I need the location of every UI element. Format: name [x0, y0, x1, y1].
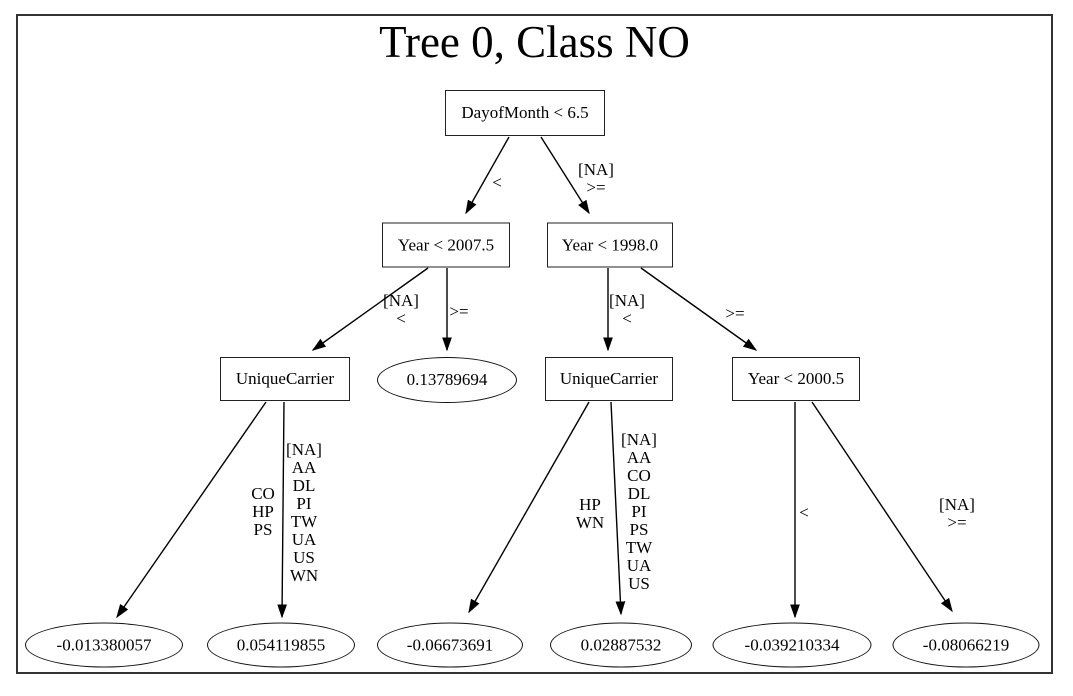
leaf-value-2: 0.054119855 — [207, 622, 355, 668]
edge-label-carrier-left-right: [NA] AA DL PI TW UA US WN — [286, 440, 322, 585]
edge-year2000-to-leaf6 — [811, 401, 953, 613]
edge-label-carrier-right-left: HP WN — [575, 495, 605, 532]
node-year-2007: Year < 2007.5 — [382, 222, 510, 268]
edge-label-root-left: < — [492, 173, 502, 192]
node-uniquecarrier-right: UniqueCarrier — [545, 357, 673, 401]
leaf-value-5: -0.039210334 — [712, 622, 872, 668]
edge-carrier-right-to-leaf4 — [610, 401, 626, 616]
edge-label-year1998-left: [NA] < — [609, 291, 645, 328]
leaf-value-1: -0.013380057 — [25, 622, 183, 668]
edge-label-year2007-right: >= — [449, 302, 469, 321]
node-uniquecarrier-left: UniqueCarrier — [220, 357, 350, 401]
edge-root-to-year1998 — [540, 136, 590, 215]
diagram-border — [16, 14, 1053, 674]
leaf-value-6: -0.08066219 — [892, 622, 1040, 668]
node-dayofmonth: DayofMonth < 6.5 — [445, 90, 605, 136]
edge-label-carrier-right-right: [NA] AA CO DL PI PS TW UA US — [621, 430, 657, 593]
edge-label-carrier-left-left: CO HP PS — [251, 484, 275, 539]
edge-carrier-right-to-leaf3 — [468, 401, 590, 614]
node-year-2000: Year < 2000.5 — [732, 357, 860, 401]
leaf-value-mid: 0.13789694 — [377, 357, 517, 403]
edge-label-year1998-right: >= — [725, 304, 745, 323]
edge-label-root-right: [NA] >= — [578, 160, 614, 197]
edge-carrier-left-to-leaf2 — [277, 401, 288, 619]
diagram-title: Tree 0, Class NO — [379, 17, 690, 67]
edge-root-to-year2007 — [465, 136, 510, 215]
edge-year2007-to-carrier-left — [311, 267, 429, 351]
leaf-value-3: -0.06673691 — [377, 622, 523, 668]
node-year-1998: Year < 1998.0 — [547, 222, 673, 268]
edge-label-year2000-right: [NA] >= — [939, 495, 975, 532]
edge-label-year2007-left: [NA] < — [383, 291, 419, 328]
edge-label-year2000-left: < — [799, 503, 809, 522]
edge-carrier-left-to-leaf1 — [116, 401, 267, 619]
edge-year1998-to-year2000 — [640, 267, 758, 351]
leaf-value-4: 0.02887532 — [550, 622, 692, 668]
